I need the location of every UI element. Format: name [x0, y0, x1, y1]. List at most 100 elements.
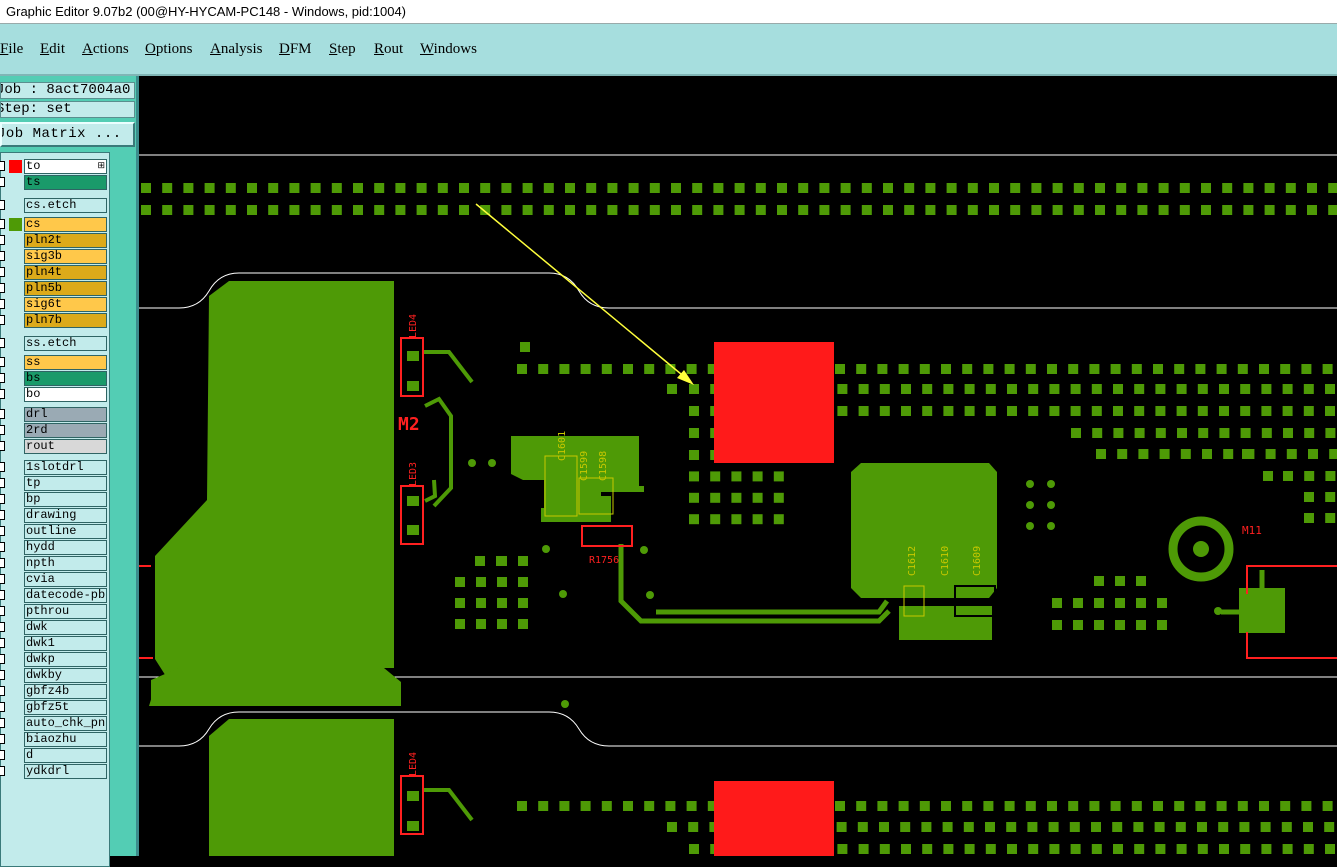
layer-checkbox[interactable] — [0, 654, 5, 664]
layer-checkbox[interactable] — [0, 638, 5, 648]
layer-row-d[interactable]: d — [0, 748, 109, 763]
layer-row-cs[interactable]: cs — [0, 217, 109, 232]
menu-file[interactable]: File — [0, 41, 23, 58]
layer-row-hydd[interactable]: hydd — [0, 540, 109, 555]
layer-name[interactable]: rout — [24, 439, 107, 454]
layer-row-2rd[interactable]: 2rd — [0, 423, 109, 438]
menu-dfm[interactable]: DFM — [279, 41, 312, 58]
layer-checkbox[interactable] — [0, 425, 5, 435]
layer-checkbox[interactable] — [0, 670, 5, 680]
layer-row-dwkby[interactable]: dwkby — [0, 668, 109, 683]
layer-checkbox[interactable] — [0, 718, 5, 728]
layer-name[interactable]: dwkp — [24, 652, 107, 667]
layer-checkbox[interactable] — [0, 574, 5, 584]
layer-checkbox[interactable] — [0, 494, 5, 504]
layer-name[interactable]: cvia — [24, 572, 107, 587]
menu-analysis[interactable]: Analysis — [210, 41, 263, 58]
layer-row-sig6t[interactable]: sig6t — [0, 297, 109, 312]
layer-name[interactable]: sig3b — [24, 249, 107, 264]
layer-name[interactable]: pthrou — [24, 604, 107, 619]
layer-name[interactable]: ts — [24, 175, 107, 190]
layer-row-ts[interactable]: ts — [0, 175, 109, 190]
layer-row-cs-etch[interactable]: cs.etch — [0, 198, 109, 213]
menu-windows[interactable]: Windows — [420, 41, 477, 58]
layer-checkbox[interactable] — [0, 686, 5, 696]
layer-row-pln7b[interactable]: pln7b — [0, 313, 109, 328]
layer-checkbox[interactable] — [0, 462, 5, 472]
layer-name[interactable]: dwkby — [24, 668, 107, 683]
layer-name[interactable]: sig6t — [24, 297, 107, 312]
layer-name[interactable]: biaozhu — [24, 732, 107, 747]
layer-row-gbfz5t[interactable]: gbfz5t — [0, 700, 109, 715]
layer-row-datecode-pbo[interactable]: datecode-pbo — [0, 588, 109, 603]
layer-checkbox[interactable] — [0, 409, 5, 419]
layer-name[interactable]: cs.etch — [24, 198, 107, 213]
layer-checkbox[interactable] — [0, 542, 5, 552]
layer-name[interactable]: ss — [24, 355, 107, 370]
layer-name[interactable]: to⊞ — [24, 159, 107, 174]
layer-row-sig3b[interactable]: sig3b — [0, 249, 109, 264]
layer-checkbox[interactable] — [0, 478, 5, 488]
layer-checkbox[interactable] — [0, 606, 5, 616]
layer-row-ss[interactable]: ss — [0, 355, 109, 370]
layer-checkbox[interactable] — [0, 734, 5, 744]
panel-divider[interactable] — [136, 76, 139, 856]
menu-options[interactable]: Options — [145, 41, 193, 58]
layer-row-cvia[interactable]: cvia — [0, 572, 109, 587]
layer-checkbox[interactable] — [0, 200, 5, 210]
layer-name[interactable]: ydkdrl — [24, 764, 107, 779]
layer-row-ydkdrl[interactable]: ydkdrl — [0, 764, 109, 779]
layer-name[interactable]: bo — [24, 387, 107, 402]
layer-checkbox[interactable] — [0, 441, 5, 451]
layer-row-bo[interactable]: bo — [0, 387, 109, 402]
layer-row-gbfz4b[interactable]: gbfz4b — [0, 684, 109, 699]
layer-name[interactable]: bp — [24, 492, 107, 507]
layer-row-biaozhu[interactable]: biaozhu — [0, 732, 109, 747]
layer-row-1slotdrl[interactable]: 1slotdrl — [0, 460, 109, 475]
layer-row-dwkp[interactable]: dwkp — [0, 652, 109, 667]
layer-checkbox[interactable] — [0, 389, 5, 399]
layer-name[interactable]: cs — [24, 217, 107, 232]
layer-name[interactable]: hydd — [24, 540, 107, 555]
layer-row-dwk1[interactable]: dwk1 — [0, 636, 109, 651]
layer-row-pln2t[interactable]: pln2t — [0, 233, 109, 248]
layer-checkbox[interactable] — [0, 283, 5, 293]
layer-name[interactable]: pln2t — [24, 233, 107, 248]
layer-row-ss-etch[interactable]: ss.etch — [0, 336, 109, 351]
layer-checkbox[interactable] — [0, 177, 5, 187]
layer-row-drawing[interactable]: drawing — [0, 508, 109, 523]
layer-checkbox[interactable] — [0, 558, 5, 568]
layer-row-dwk[interactable]: dwk — [0, 620, 109, 635]
layer-checkbox[interactable] — [0, 373, 5, 383]
layer-name[interactable]: drl — [24, 407, 107, 422]
layer-name[interactable]: bs — [24, 371, 107, 386]
layer-name[interactable]: gbfz5t — [24, 700, 107, 715]
layer-name[interactable]: pln5b — [24, 281, 107, 296]
layer-row-auto-chk-pnl[interactable]: auto_chk_pnl — [0, 716, 109, 731]
layer-checkbox[interactable] — [0, 622, 5, 632]
layer-checkbox[interactable] — [0, 750, 5, 760]
layer-checkbox[interactable] — [0, 315, 5, 325]
layer-row-drl[interactable]: drl — [0, 407, 109, 422]
layer-name[interactable]: npth — [24, 556, 107, 571]
layer-checkbox[interactable] — [0, 702, 5, 712]
layer-checkbox[interactable] — [0, 510, 5, 520]
layer-name[interactable]: drawing — [24, 508, 107, 523]
layer-name[interactable]: pln7b — [24, 313, 107, 328]
layer-checkbox[interactable] — [0, 251, 5, 261]
layer-name[interactable]: tp — [24, 476, 107, 491]
expand-icon[interactable]: ⊞ — [97, 161, 105, 171]
layer-checkbox[interactable] — [0, 338, 5, 348]
layer-checkbox[interactable] — [0, 526, 5, 536]
layer-row-rout[interactable]: rout — [0, 439, 109, 454]
layer-row-pln5b[interactable]: pln5b — [0, 281, 109, 296]
layer-name[interactable]: 2rd — [24, 423, 107, 438]
layer-name[interactable]: auto_chk_pnl — [24, 716, 107, 731]
menu-edit[interactable]: Edit — [40, 41, 65, 58]
layer-name[interactable]: ss.etch — [24, 336, 107, 351]
layer-checkbox[interactable] — [0, 357, 5, 367]
menu-rout[interactable]: Rout — [374, 41, 403, 58]
layer-checkbox[interactable] — [0, 161, 5, 171]
layer-name[interactable]: dwk1 — [24, 636, 107, 651]
